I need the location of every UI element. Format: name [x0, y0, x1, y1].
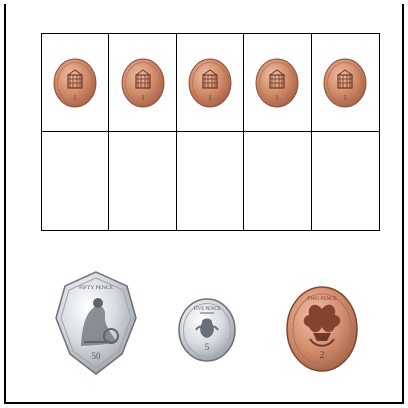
svg-text:FIFTY PENCE: FIFTY PENCE — [79, 285, 114, 291]
svg-text:1: 1 — [73, 94, 77, 102]
svg-text:TWO PENCE: TWO PENCE — [307, 296, 337, 302]
svg-text:50: 50 — [92, 351, 102, 361]
svg-text:1: 1 — [276, 94, 280, 102]
five-pence-coin: 5 FIVE PENCE — [177, 297, 237, 368]
grid-cell — [312, 132, 379, 230]
one-penny-coin: 1 — [121, 58, 165, 108]
svg-text:5: 5 — [205, 342, 210, 352]
one-penny-coin: 1 — [323, 58, 367, 108]
grid-cell: 1 — [177, 34, 244, 132]
two-pence-coin: 2 TWO PENCE — [285, 285, 359, 378]
grid-cell — [244, 132, 311, 230]
grid-cell: 1 — [244, 34, 311, 132]
svg-text:1: 1 — [141, 94, 145, 102]
ten-frame-grid: 1 1 — [41, 33, 380, 231]
one-penny-coin: 1 — [53, 58, 97, 108]
one-penny-coin: 1 — [255, 58, 299, 108]
grid-cell: 1 — [109, 34, 176, 132]
svg-text:FIVE PENCE: FIVE PENCE — [193, 307, 220, 312]
svg-text:1: 1 — [344, 94, 348, 102]
fifty-pence-coin: 50 FIFTY PENCE — [54, 270, 138, 383]
grid-cell — [177, 132, 244, 230]
grid-cell: 1 — [42, 34, 109, 132]
svg-text:1: 1 — [208, 94, 212, 102]
one-penny-coin: 1 — [188, 58, 232, 108]
svg-text:2: 2 — [320, 350, 325, 361]
grid-cell: 1 — [312, 34, 379, 132]
grid-cell — [42, 132, 109, 230]
grid-cell — [109, 132, 176, 230]
